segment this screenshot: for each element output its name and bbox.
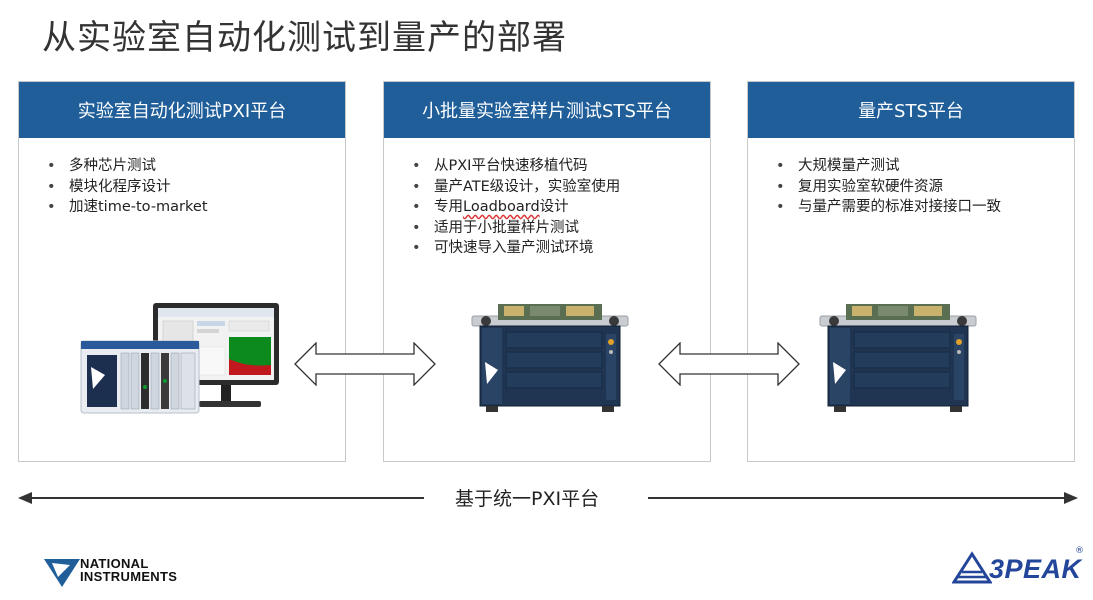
list-item: 多种芯片测试 xyxy=(47,156,345,177)
3peak-logo-text: 3PEAK xyxy=(989,554,1082,584)
list-item: 适用于小批量样片测试 xyxy=(412,218,710,239)
timeline-line-right xyxy=(648,497,1066,499)
ni-eagle-logo xyxy=(44,559,80,587)
feature-list: 从PXI平台快速移植代码 量产ATE级设计，实验室使用 专用Loadboard设… xyxy=(384,156,710,259)
list-item: 量产ATE级设计，实验室使用 xyxy=(412,177,710,198)
right-arrowhead-icon xyxy=(1064,492,1078,504)
double-arrow-icon xyxy=(294,342,436,386)
left-arrowhead-icon xyxy=(18,492,32,504)
list-item: 加速time-to-market xyxy=(47,197,345,218)
list-item: 大规模量产测试 xyxy=(776,156,1074,177)
bottom-label: 基于统一PXI平台 xyxy=(455,488,600,510)
ni-logo-text: NATIONAL INSTRUMENTS xyxy=(80,557,177,583)
list-item-suffix: 设计 xyxy=(539,199,569,215)
ni-logo-line2: INSTRUMENTS xyxy=(80,569,178,584)
sts-tester-image xyxy=(471,304,629,412)
list-item: 模块化程序设计 xyxy=(47,177,345,198)
3peak-mountain-logo xyxy=(952,551,992,584)
list-item: 从PXI平台快速移植代码 xyxy=(412,156,710,177)
feature-list: 多种芯片测试 模块化程序设计 加速time-to-market xyxy=(19,156,345,218)
list-item: 可快速导入量产测试环境 xyxy=(412,238,710,259)
column-header: 小批量实验室样片测试STS平台 xyxy=(384,82,710,138)
timeline-line-left xyxy=(28,497,424,499)
ni-logo-line1: NATIONAL xyxy=(80,556,149,571)
column-sts-small-batch: 小批量实验室样片测试STS平台 从PXI平台快速移植代码 量产ATE级设计，实验… xyxy=(383,81,711,462)
sts-tester-image xyxy=(819,304,977,412)
list-item: 专用Loadboard设计 xyxy=(412,197,710,218)
column-sts-production: 量产STS平台 大规模量产测试 复用实验室软硬件资源 与量产需要的标准对接接口一… xyxy=(747,81,1075,462)
pxi-workstation-image xyxy=(80,303,279,414)
list-item: 复用实验室软硬件资源 xyxy=(776,177,1074,198)
column-pxi-lab: 实验室自动化测试PXI平台 多种芯片测试 模块化程序设计 加速time-to-m… xyxy=(18,81,346,462)
list-item: 与量产需要的标准对接接口一致 xyxy=(776,197,1074,218)
column-header: 量产STS平台 xyxy=(748,82,1074,138)
registered-mark: ® xyxy=(1075,546,1084,556)
double-arrow-icon xyxy=(658,342,800,386)
feature-list: 大规模量产测试 复用实验室软硬件资源 与量产需要的标准对接接口一致 xyxy=(748,156,1074,218)
slide-title: 从实验室自动化测试到量产的部署 xyxy=(42,18,567,58)
list-item-prefix: 专用 xyxy=(434,199,463,215)
column-header: 实验室自动化测试PXI平台 xyxy=(19,82,345,138)
list-item-loadboard: Loadboard xyxy=(463,199,540,215)
